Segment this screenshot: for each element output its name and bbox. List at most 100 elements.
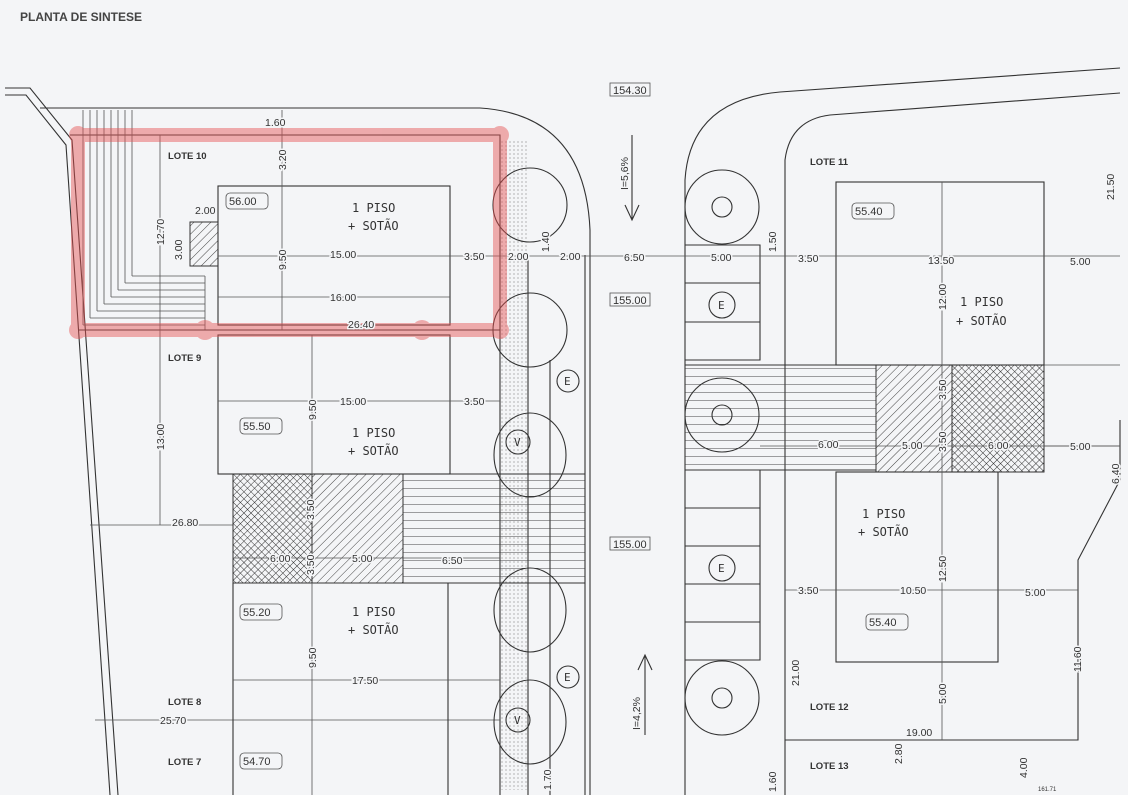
dimension-label: 5.00 bbox=[1025, 587, 1046, 599]
dimension-label: 6.00 bbox=[818, 439, 839, 451]
svg-text:155.00: 155.00 bbox=[613, 295, 647, 307]
dimension-label: 9.50 bbox=[277, 249, 289, 270]
trees-left bbox=[492, 167, 568, 765]
dimension-label: 12.70 bbox=[155, 219, 167, 245]
building-lote-9: 1 PISO + SOTÃO bbox=[217, 334, 451, 475]
building-lote-11: 1 PISO + SOTÃO bbox=[835, 181, 1045, 473]
dimension-label: 3.50 bbox=[798, 585, 819, 597]
dimension-label: 2.00 bbox=[195, 205, 216, 217]
lot-label: LOTE 8 bbox=[168, 697, 201, 708]
dimension-label: 1.50 bbox=[767, 231, 779, 252]
dimension-label: 11.60 bbox=[1072, 646, 1084, 672]
lot-label: LOTE 7 bbox=[168, 757, 201, 768]
svg-text:1 PISO: 1 PISO bbox=[862, 507, 905, 521]
marker-v-1: V bbox=[505, 429, 531, 455]
svg-text:1 PISO: 1 PISO bbox=[352, 426, 395, 440]
dimension-label: 1.60 bbox=[265, 117, 286, 129]
right-boundary bbox=[684, 67, 1121, 795]
dimension-label: 5.00 bbox=[902, 440, 923, 452]
svg-text:E: E bbox=[718, 299, 725, 312]
lot-label: LOTE 10 bbox=[168, 151, 207, 162]
svg-text:E: E bbox=[564, 375, 571, 388]
dimension-label: 3.50 bbox=[305, 499, 317, 520]
dimension-label: 3.50 bbox=[464, 251, 485, 263]
svg-text:1 PISO: 1 PISO bbox=[960, 295, 1003, 309]
dimension-label: 2.00 bbox=[508, 251, 529, 263]
elevation-tags: 154.30 155.00 155.00 56.00 55.50 55.20 5… bbox=[225, 82, 1057, 793]
dimension-label: 17.50 bbox=[352, 675, 378, 687]
marker-e-1: E bbox=[556, 369, 580, 393]
dimension-label: 21.50 bbox=[1105, 174, 1117, 200]
building-lote-12: 1 PISO + SOTÃO bbox=[835, 471, 999, 663]
dimension-label: 26.40 bbox=[348, 319, 374, 331]
svg-text:E: E bbox=[718, 562, 725, 575]
svg-text:I=5,6%: I=5,6% bbox=[619, 157, 631, 190]
dimension-label: 2.80 bbox=[893, 743, 905, 764]
svg-text:V: V bbox=[514, 436, 521, 449]
svg-text:+ SOTÃO: + SOTÃO bbox=[348, 443, 399, 458]
dimension-label: 6.50 bbox=[624, 252, 645, 264]
dimension-label: 10.50 bbox=[900, 585, 926, 597]
dimension-label: 26.80 bbox=[172, 517, 198, 529]
dimension-label: 3.50 bbox=[937, 379, 949, 400]
lot-label: LOTE 11 bbox=[810, 157, 849, 168]
marker-v-2: V bbox=[505, 707, 531, 733]
dimension-label: 13.50 bbox=[928, 255, 954, 267]
left-boundary bbox=[5, 87, 591, 795]
svg-text:+ SOTÃO: + SOTÃO bbox=[858, 524, 909, 539]
svg-text:1 PISO: 1 PISO bbox=[352, 605, 395, 619]
marker-e-4: E bbox=[708, 554, 736, 582]
lote-10-highlight bbox=[69, 126, 509, 340]
dimension-label: 15.00 bbox=[330, 249, 356, 261]
dimension-labels: 1.60 3.20 12.70 2.00 3.00 9.50 15.00 3.50 2.00 1.… bbox=[154, 116, 1124, 794]
svg-text:155.00: 155.00 bbox=[613, 539, 647, 551]
dimension-label: 13.00 bbox=[155, 424, 167, 450]
svg-text:+ SOTÃO: + SOTÃO bbox=[956, 313, 1007, 328]
svg-text:54.70: 54.70 bbox=[243, 756, 271, 768]
dimension-label: 2.00 bbox=[560, 251, 581, 263]
marker-e-2: E bbox=[556, 665, 580, 689]
dimension-label: 5.00 bbox=[937, 683, 949, 704]
svg-text:I=4,2%: I=4,2% bbox=[631, 697, 643, 730]
dimension-label: 15.00 bbox=[340, 396, 366, 408]
dimension-label: 1.40 bbox=[540, 231, 552, 252]
building-lote-8: 1 PISO + SOTÃO bbox=[232, 582, 449, 795]
dimension-label: 16.00 bbox=[330, 292, 356, 304]
building-lote-10: 1 PISO + SOTÃO bbox=[189, 185, 451, 326]
dimension-label: 5.00 bbox=[352, 553, 373, 565]
svg-text:V: V bbox=[514, 714, 521, 727]
dimension-label: 9.50 bbox=[307, 399, 319, 420]
dimension-label: 5.00 bbox=[1070, 256, 1091, 268]
lot-label: LOTE 13 bbox=[810, 761, 849, 772]
dimension-label: 6.40 bbox=[1110, 463, 1122, 484]
svg-text:55.20: 55.20 bbox=[243, 607, 271, 619]
dimension-label: 3.50 bbox=[937, 431, 949, 452]
marker-e-3: E bbox=[708, 291, 736, 319]
garage-lote-9 bbox=[232, 473, 586, 584]
lot-label: LOTE 9 bbox=[168, 353, 201, 364]
svg-text:55.40: 55.40 bbox=[869, 617, 897, 629]
svg-text:E: E bbox=[564, 671, 571, 684]
dimension-label: 25.70 bbox=[160, 715, 186, 727]
dimension-label: 5.00 bbox=[711, 252, 732, 264]
dimension-label: 12.00 bbox=[937, 284, 949, 310]
dimension-label: 4.00 bbox=[1018, 757, 1030, 778]
lot-label: LOTE 12 bbox=[810, 702, 849, 713]
dimension-label: 9.50 bbox=[307, 647, 319, 668]
dimension-label: 1.70 bbox=[542, 769, 554, 790]
svg-text:161.71: 161.71 bbox=[1038, 787, 1057, 793]
svg-text:55.50: 55.50 bbox=[243, 421, 271, 433]
slope-indicator-1: I=5,6% bbox=[619, 135, 640, 222]
dimension-label: 3.50 bbox=[798, 253, 819, 265]
dimension-label: 5.00 bbox=[1070, 441, 1091, 453]
dimension-label: 3.50 bbox=[464, 396, 485, 408]
svg-text:154.30: 154.30 bbox=[613, 85, 647, 97]
dimension-label: 3.20 bbox=[277, 149, 289, 170]
dimension-label: 6.00 bbox=[988, 440, 1009, 452]
dimension-label: 1.60 bbox=[767, 771, 779, 792]
drawing-title: PLANTA DE SINTESE bbox=[20, 10, 142, 24]
dimension-label: 19.00 bbox=[906, 727, 932, 739]
dimension-label: 3.00 bbox=[173, 239, 185, 260]
dimension-label: 6.50 bbox=[442, 555, 463, 567]
